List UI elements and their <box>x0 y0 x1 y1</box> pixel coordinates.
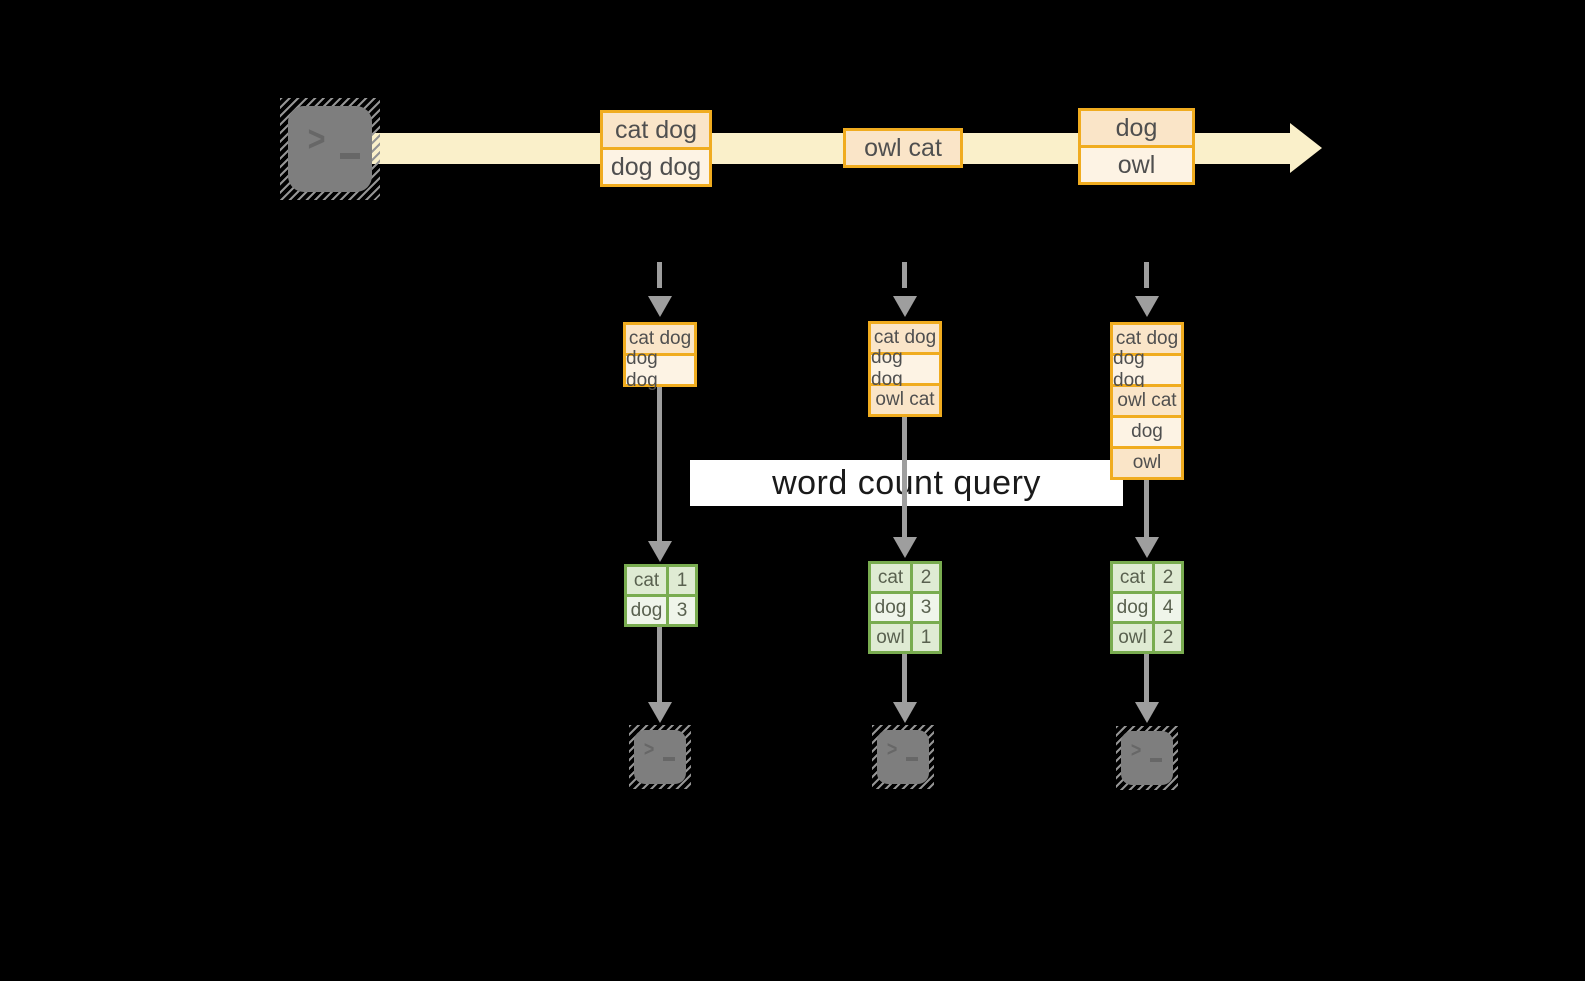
count-cell: 2 <box>1155 564 1181 591</box>
record-line: dog <box>1081 111 1192 145</box>
consumer-terminal-icon-3: > <box>1116 726 1178 790</box>
record-line: owl <box>1081 148 1192 182</box>
flow-arrow-head-icon <box>1135 537 1159 558</box>
flow-arrow-shaft <box>657 627 662 703</box>
count-cell: 1 <box>913 624 939 651</box>
dashed-arrow-shaft <box>1144 262 1149 288</box>
count-row: cat 2 <box>1113 564 1181 591</box>
flow-arrow-shaft <box>657 385 662 542</box>
count-row: owl 2 <box>1113 624 1181 651</box>
dashed-arrow-shaft <box>902 262 907 288</box>
prompt-underscore-icon <box>663 757 675 761</box>
count-row: cat 2 <box>871 564 939 591</box>
record-line: owl cat <box>846 131 960 165</box>
dashed-arrow-head-icon <box>893 296 917 317</box>
word-cell: cat <box>1113 564 1152 591</box>
count-table-2: cat 2 dog 3 owl 1 <box>868 561 942 654</box>
flow-arrow-head-icon <box>893 537 917 558</box>
record-line: cat dog <box>603 113 709 147</box>
stack-row: dog dog <box>626 348 694 391</box>
count-cell: 3 <box>913 594 939 621</box>
word-cell: dog <box>871 594 910 621</box>
prompt-chevron-icon: > <box>886 738 898 761</box>
record-stack-3: cat dog dog dog owl cat dog owl <box>1110 322 1184 480</box>
count-row: dog 4 <box>1113 594 1181 621</box>
stream-record-1: cat dog dog dog <box>600 110 712 187</box>
count-row: owl 1 <box>871 624 939 651</box>
word-cell: owl <box>1113 624 1152 651</box>
stream-record-2: owl cat <box>843 128 963 168</box>
dashed-arrow-head-icon <box>1135 296 1159 317</box>
prompt-chevron-icon: > <box>643 738 655 761</box>
terminal-icon: > <box>877 730 929 784</box>
count-table-3: cat 2 dog 4 owl 2 <box>1110 561 1184 654</box>
count-cell: 3 <box>669 597 695 624</box>
word-cell: owl <box>871 624 910 651</box>
count-cell: 2 <box>1155 624 1181 651</box>
record-line: dog dog <box>603 150 709 184</box>
prompt-underscore-icon <box>906 757 918 761</box>
flow-arrow-head-icon <box>648 541 672 562</box>
consumer-terminal-icon-1: > <box>629 725 691 789</box>
count-table-1: cat 1 dog 3 <box>624 564 698 627</box>
stack-row: dog dog <box>871 347 939 390</box>
count-cell: 4 <box>1155 594 1181 621</box>
prompt-underscore-icon <box>1150 758 1162 762</box>
producer-terminal-icon: > <box>280 98 380 200</box>
dashed-arrow-shaft <box>657 262 662 288</box>
word-cell: dog <box>627 597 666 624</box>
prompt-underscore-icon <box>340 153 360 159</box>
flow-arrow-shaft <box>1144 478 1149 538</box>
record-stack-2: cat dog dog dog owl cat <box>868 321 942 417</box>
flow-arrow-head-icon <box>893 702 917 723</box>
count-row: dog 3 <box>871 594 939 621</box>
stack-row: cat dog <box>1113 325 1181 353</box>
flow-arrow-shaft <box>1144 654 1149 703</box>
stack-row: owl cat <box>1113 387 1181 415</box>
terminal-icon: > <box>634 730 686 784</box>
flow-arrow-head-icon <box>648 702 672 723</box>
count-cell: 2 <box>913 564 939 591</box>
stack-row: cat dog <box>871 324 939 352</box>
flow-arrow-head-icon <box>1135 702 1159 723</box>
stack-row: dog dog <box>1113 348 1181 391</box>
word-cell: cat <box>627 567 666 594</box>
stack-row: owl <box>1113 449 1181 477</box>
stack-row: dog <box>1113 418 1181 446</box>
count-row: dog 3 <box>627 597 695 624</box>
count-cell: 1 <box>669 567 695 594</box>
stack-row: cat dog <box>626 325 694 353</box>
flow-arrow-shaft <box>902 414 907 538</box>
stream-record-3: dog owl <box>1078 108 1195 185</box>
stream-arrow-head-icon <box>1290 123 1322 173</box>
stack-row: owl cat <box>871 386 939 414</box>
record-stack-1: cat dog dog dog <box>623 322 697 391</box>
dashed-arrow-head-icon <box>648 296 672 317</box>
terminal-icon: > <box>288 106 372 192</box>
terminal-icon: > <box>1121 731 1173 785</box>
consumer-terminal-icon-2: > <box>872 725 934 789</box>
prompt-chevron-icon: > <box>1130 739 1142 762</box>
flow-arrow-shaft <box>902 654 907 703</box>
prompt-chevron-icon: > <box>307 118 326 159</box>
word-cell: dog <box>1113 594 1152 621</box>
count-row: cat 1 <box>627 567 695 594</box>
word-cell: cat <box>871 564 910 591</box>
